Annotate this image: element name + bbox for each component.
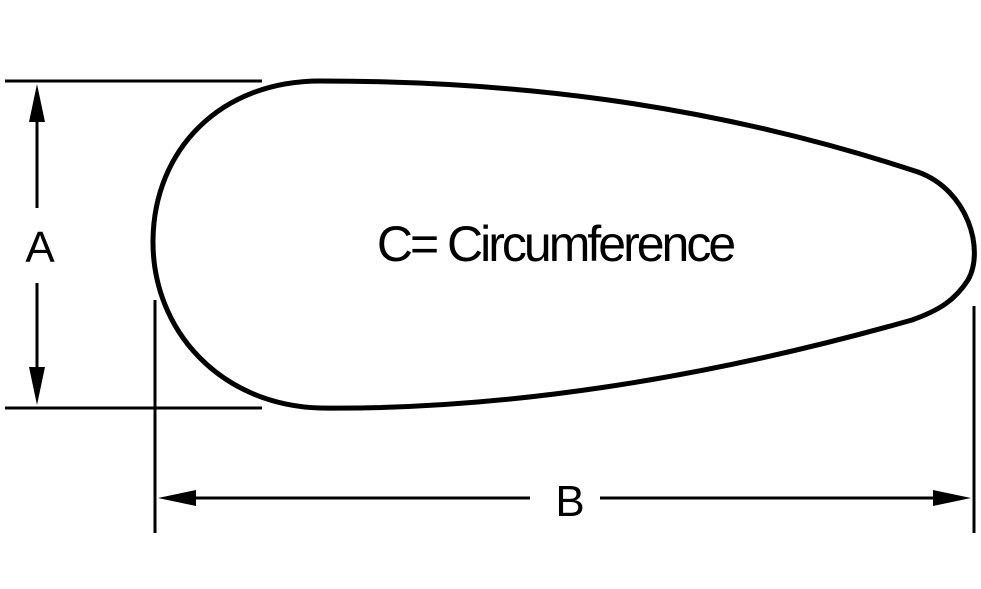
teardrop-outline — [150, 78, 977, 411]
dimension-b-right-arrow — [933, 490, 971, 506]
dimension-a-top-arrow — [29, 84, 45, 122]
dimension-a-label: A — [25, 223, 55, 272]
dimension-a-bottom-arrow — [29, 367, 45, 405]
circumference-label: C= Circumference — [377, 216, 734, 272]
dimension-b-left-arrow — [158, 490, 196, 506]
dimension-b-label: B — [555, 477, 584, 526]
